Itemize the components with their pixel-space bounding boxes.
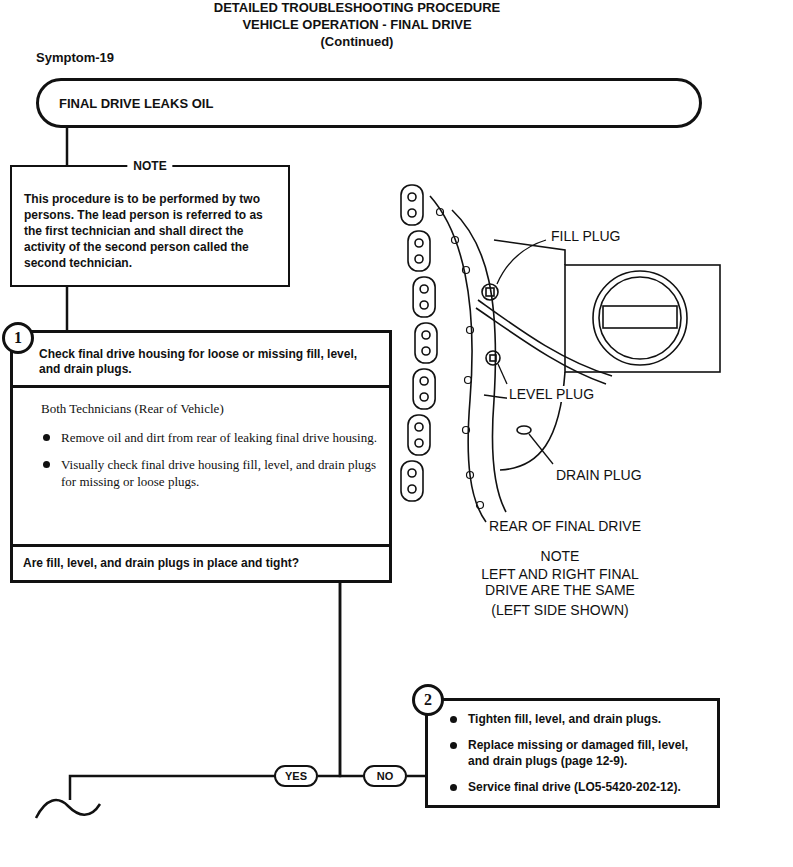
link-pin [415, 423, 423, 431]
chain-link [413, 277, 435, 317]
link-pin [420, 377, 428, 385]
chain-link [401, 461, 423, 501]
part-label: DRAIN PLUG [554, 467, 644, 483]
bullet-dot [43, 434, 50, 441]
cover-plate [565, 265, 720, 372]
bullet-text: Remove oil and dirt from rear of leaking… [61, 430, 377, 445]
step-box: Both Technicians (Rear of Vehicle) Remove… [10, 330, 392, 583]
drain-plug [517, 426, 531, 434]
link-pin [422, 347, 430, 355]
break-symbol [36, 800, 100, 818]
chain-link [413, 369, 435, 409]
figure-note: NOTE [465, 548, 655, 564]
link-pin [408, 485, 416, 493]
callout-number: 1 [2, 322, 34, 354]
flow-connector [66, 128, 69, 165]
track-chain [401, 185, 437, 501]
page-title: DETAILED TROUBLESHOOTING PROCEDURE [157, 0, 557, 15]
leader-lines [497, 240, 553, 464]
part-label: FILL PLUG [549, 228, 623, 244]
node-text: This procedure is to be performed by two… [24, 191, 276, 271]
fill-plug [482, 284, 498, 300]
node-text: YES [285, 770, 307, 782]
node-text: NO [377, 770, 394, 782]
page-subtitle: VEHICLE OPERATION - FINAL DRIVE [157, 17, 557, 32]
link-pin [415, 439, 423, 447]
flow-connector [66, 287, 69, 330]
bolt [477, 502, 484, 509]
yes-oval: YES [274, 765, 318, 787]
link-pin [420, 285, 428, 293]
decision-box: Are fill, level, and drain plugs in plac… [13, 544, 389, 580]
round-cover-rim [599, 277, 681, 359]
node-text: Check final drive housing for loose or m… [39, 347, 379, 377]
bolt [452, 237, 459, 244]
flow-connector [340, 580, 363, 776]
node-text: FINAL DRIVE LEAKS OIL [59, 96, 213, 111]
housing [430, 196, 720, 522]
bullet-text: Visually check final drive housing fill,… [61, 457, 376, 489]
bullet-dot [43, 461, 50, 468]
flange-bolts [437, 209, 484, 509]
bullet-text: Tighten fill, level, and drain plugs. [448, 711, 707, 727]
bolt [437, 209, 444, 216]
step-body: Both Technicians (Rear of Vehicle) Remove… [13, 388, 389, 498]
cover-window [603, 306, 677, 328]
leader-line [529, 434, 553, 464]
link-pin [422, 331, 430, 339]
bullet-text: Replace missing or damaged fill, level, … [448, 737, 707, 769]
chain-link [408, 415, 430, 455]
figure-caption: REAR OF FINAL DRIVE [440, 518, 690, 534]
bullet-text: Remove oil and dirt from rear of leaking… [41, 429, 377, 446]
bullet-dot [450, 784, 457, 791]
bolt [467, 327, 474, 334]
symptom-number: Symptom-19 [36, 50, 114, 65]
link-pin [415, 239, 423, 247]
leader-line [498, 364, 507, 384]
round-cover [593, 271, 687, 365]
bullet-text: Tighten fill, level, and drain plugs. [468, 712, 661, 726]
bolt [463, 427, 470, 434]
no-oval: NO [363, 765, 407, 787]
chain-link [415, 323, 437, 363]
callout-number: 2 [412, 684, 444, 716]
note-heading: NOTE [127, 158, 172, 174]
note-box: NOTEThis procedure is to be performed by… [10, 165, 290, 287]
flow-connector [407, 775, 425, 778]
link-pin [420, 393, 428, 401]
node-text: Are fill, level, and drain plugs in plac… [23, 555, 379, 572]
bullet-text: Service final drive (LO5-5420-202-12). [468, 780, 681, 794]
link-pin [408, 469, 416, 477]
symptom-box: FINAL DRIVE LEAKS OIL [36, 78, 702, 128]
chain-link [401, 185, 423, 225]
bolt [465, 377, 472, 384]
chain-link [408, 231, 430, 271]
step-heading-box: Check final drive housing for loose or m… [13, 333, 389, 388]
bolt [463, 267, 470, 274]
level-plug-head [490, 355, 496, 361]
bolt [467, 472, 474, 479]
link-pin [420, 301, 428, 309]
figure-note: (LEFT SIDE SHOWN) [465, 602, 655, 618]
level-plug [486, 351, 500, 365]
link-pin [415, 255, 423, 263]
page-subtitle: (Continued) [157, 34, 557, 49]
leader-line [497, 240, 546, 284]
bullet-dot [450, 716, 457, 723]
bullet-text: Replace missing or damaged fill, level, … [468, 738, 688, 768]
bullet-dot [450, 742, 457, 749]
bullet-text: Service final drive (LO5-5420-202-12). [448, 779, 707, 795]
continuation [36, 776, 275, 818]
bullet-text: Visually check final drive housing fill,… [41, 456, 377, 490]
link-pin [408, 209, 416, 217]
action-box: Tighten fill, level, and drain plugs. Rep… [425, 698, 720, 808]
part-label: LEVEL PLUG [507, 386, 596, 402]
flow-connector [318, 580, 340, 776]
yes-branch-line [70, 776, 275, 800]
node-text: Both Technicians (Rear of Vehicle) [41, 400, 377, 417]
figure-note: LEFT AND RIGHT FINAL DRIVE ARE THE SAME [465, 566, 655, 598]
flange-inner [452, 210, 506, 512]
fill-plug-head [486, 288, 494, 296]
link-pin [408, 193, 416, 201]
